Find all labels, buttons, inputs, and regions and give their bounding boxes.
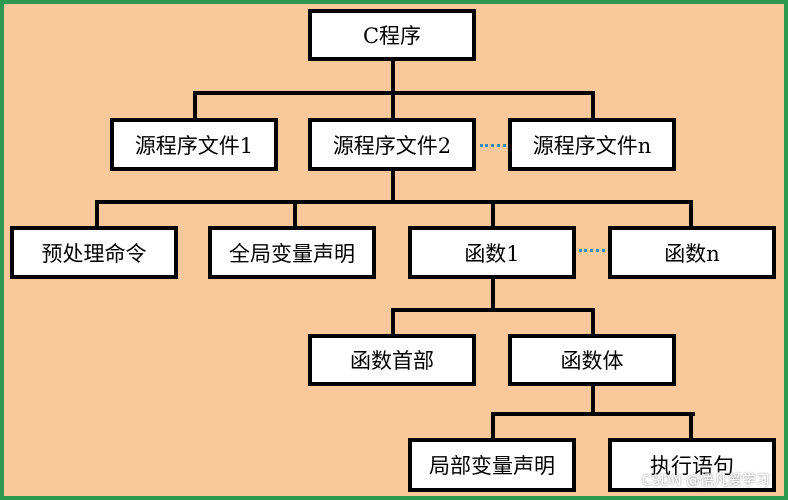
node-global-var-decl: 全局变量声明 xyxy=(208,226,376,279)
node-function-n: 函数n xyxy=(608,226,776,279)
connector xyxy=(591,91,595,124)
connector xyxy=(591,384,595,414)
node-preprocessor-directive: 预处理命令 xyxy=(10,226,178,279)
connector xyxy=(391,60,395,93)
node-source-file-n: 源程序文件n xyxy=(508,118,676,171)
connector xyxy=(391,170,395,202)
connector xyxy=(391,91,395,124)
connector xyxy=(689,412,693,442)
connector xyxy=(95,200,99,230)
node-executable-statement: 执行语句 xyxy=(608,438,776,492)
connector xyxy=(491,278,495,310)
node-source-file-2: 源程序文件2 xyxy=(308,118,476,171)
watermark: CSDN @悟凡爱学习 xyxy=(641,473,770,489)
connector xyxy=(193,91,197,124)
node-source-file-1: 源程序文件1 xyxy=(110,118,278,171)
ellipsis-dots xyxy=(480,144,506,147)
connector xyxy=(591,308,595,338)
node-function-body: 函数体 xyxy=(508,334,676,386)
node-c-program: C程序 xyxy=(308,9,476,61)
connector xyxy=(293,200,297,230)
connector xyxy=(491,412,695,416)
connector xyxy=(491,200,495,230)
node-local-var-decl: 局部变量声明 xyxy=(408,438,576,492)
node-function-1: 函数1 xyxy=(408,226,576,279)
ellipsis-dots xyxy=(579,249,605,252)
connector xyxy=(689,200,693,230)
connector xyxy=(491,412,495,442)
connector xyxy=(95,200,693,204)
connector xyxy=(391,308,595,312)
node-function-header: 函数首部 xyxy=(308,334,476,386)
connector xyxy=(391,308,395,338)
